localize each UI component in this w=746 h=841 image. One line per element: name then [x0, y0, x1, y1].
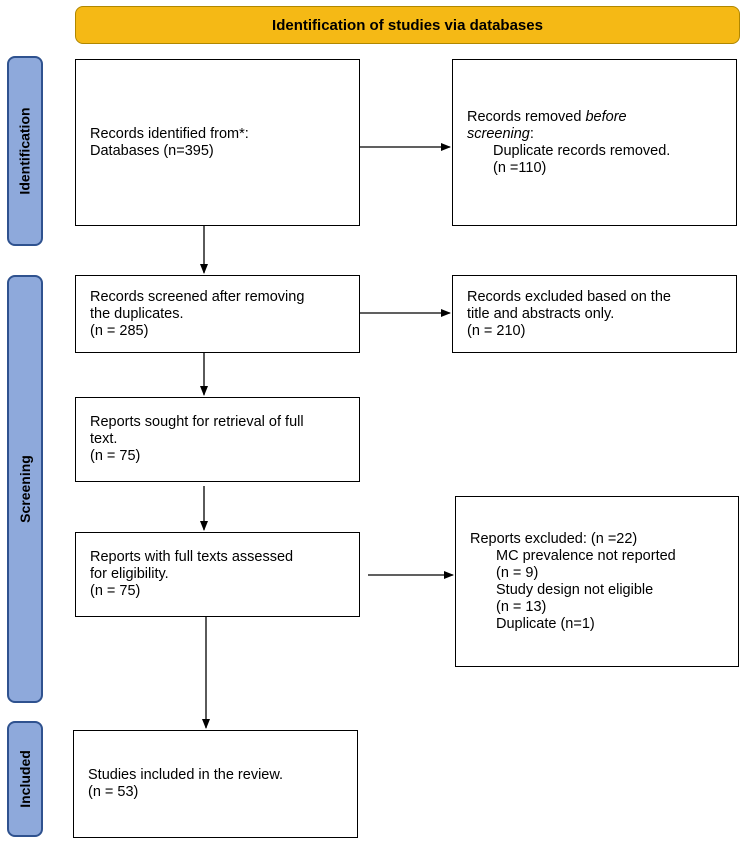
- records-removed-line2-text: :: [529, 125, 534, 142]
- records-screened-box: Records screened after removing the dupl…: [75, 275, 360, 353]
- reports-excluded-line6: Duplicate (n=1): [496, 615, 595, 632]
- reports-excluded-line5: (n = 13): [496, 598, 547, 615]
- records-removed-box: Records removed before screening: Duplic…: [452, 59, 737, 226]
- header-banner: Identification of studies via databases: [75, 6, 740, 44]
- reports-excluded-line1: Reports excluded: (n =22): [470, 530, 638, 547]
- phase-identification: Identification: [7, 56, 43, 246]
- studies-included-line1: Studies included in the review.: [88, 767, 284, 783]
- studies-included-box: Studies included in the review. (n = 53): [73, 730, 358, 838]
- records-identified-box: Records identified from*: Databases (n=3…: [75, 59, 360, 226]
- records-excluded-line2: title and abstracts only.: [467, 305, 615, 322]
- records-removed-line1-emphasis: before: [585, 108, 627, 125]
- reports-sought-line1: Reports sought for retrieval of full: [90, 414, 304, 430]
- reports-assessed-line1: Reports with full texts assessed: [90, 549, 294, 565]
- records-removed-line2-emphasis: screening: [467, 125, 530, 142]
- reports-sought-line2: text.: [90, 431, 118, 447]
- reports-excluded-line3: (n = 9): [496, 564, 539, 581]
- reports-assessed-line3: (n = 75): [90, 583, 141, 599]
- records-excluded-line3: (n = 210): [467, 322, 526, 339]
- reports-sought-box: Reports sought for retrieval of full tex…: [75, 397, 360, 482]
- records-excluded-line1: Records excluded based on the: [467, 288, 671, 305]
- reports-excluded-line4: Study design not eligible: [496, 581, 654, 598]
- reports-assessed-line2: for eligibility.: [90, 566, 169, 582]
- records-identified-line1: Records identified from*:: [90, 125, 249, 142]
- reports-excluded-box: Reports excluded: (n =22) MC prevalence …: [455, 496, 739, 667]
- records-screened-line2: the duplicates.: [90, 305, 184, 322]
- reports-sought-line3: (n = 75): [90, 448, 141, 464]
- header-title: Identification of studies via databases: [272, 16, 543, 34]
- records-excluded-box: Records excluded based on the title and …: [452, 275, 737, 353]
- studies-included-line2: (n = 53): [88, 784, 139, 800]
- records-removed-line4: (n =110): [493, 159, 547, 176]
- records-screened-line1: Records screened after removing: [90, 288, 305, 305]
- phase-screening: Screening: [7, 275, 43, 703]
- reports-excluded-line2: MC prevalence not reported: [496, 547, 676, 564]
- records-screened-line3: (n = 285): [90, 322, 149, 339]
- reports-assessed-box: Reports with full texts assessed for eli…: [75, 532, 360, 617]
- phase-included: Included: [7, 721, 43, 837]
- records-removed-line1-text: Records removed: [467, 108, 586, 125]
- records-removed-line3: Duplicate records removed.: [493, 142, 671, 159]
- records-identified-line2: Databases (n=395): [90, 142, 214, 159]
- records-removed-line1: Records removed before: [467, 109, 722, 126]
- records-removed-line2: screening:: [467, 126, 722, 143]
